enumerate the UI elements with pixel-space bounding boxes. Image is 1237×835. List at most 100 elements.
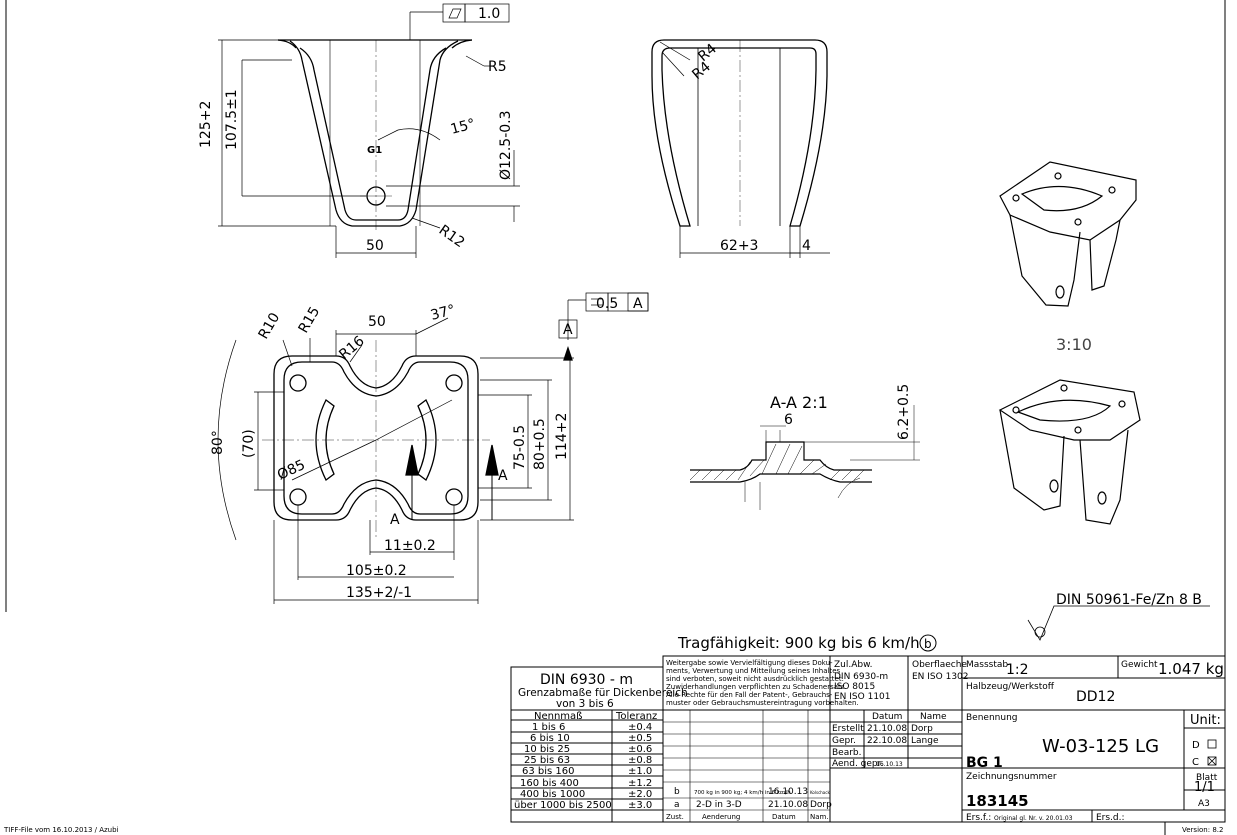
radius-bottom: R12 [436, 222, 468, 251]
r10: R10 [256, 310, 284, 342]
tol-header-toleranz: Toleranz [615, 711, 657, 722]
approval-label: Gepr. [832, 736, 856, 746]
angle-37: 37° [429, 302, 457, 324]
ersd-label: Ers.d.: [1096, 813, 1125, 823]
notice-line: muster oder Gebrauchsmustereintragung vo… [666, 699, 859, 707]
tol-header-nennmass: Nennmaß [534, 711, 582, 722]
tol-row-value: ±1.2 [628, 778, 652, 789]
section-depth: 6.2+0.5 [896, 384, 912, 440]
massstab-label: Massstab [966, 660, 1008, 670]
rev-change: 2-D in 3-D [696, 800, 742, 810]
dim-total-height: 125+2 [198, 101, 214, 148]
rev-header: Datum [772, 813, 796, 821]
width-bottom: 50 [366, 238, 384, 254]
benennung-label: Benennung [966, 713, 1017, 723]
parallel-value: 0.5 [596, 296, 618, 312]
iso-scale: 3:10 [1056, 335, 1092, 354]
isometric-view-top [999, 161, 1137, 307]
copyright-notice: Weitergabe sowie Vervielfältigung dieses… [666, 659, 859, 707]
rev-header: Zust. [666, 813, 684, 821]
angle-80: 80° [210, 430, 226, 455]
section-title: A-A 2:1 [770, 393, 828, 412]
section-a-a [689, 405, 920, 510]
rev-name: Kolschack [810, 790, 830, 795]
tol-row-range: 6 bis 10 [530, 733, 570, 744]
rev-index: b [674, 787, 680, 797]
notice-line: sind verboten, soweit nicht ausdrücklich… [666, 675, 844, 683]
surface-title: Oberflaeche [912, 660, 967, 670]
unit-d: D [1192, 740, 1200, 751]
section-width: 6 [784, 412, 793, 428]
tol-row-range: 400 bis 1000 [520, 789, 585, 800]
tol-title: DIN 6930 - m [540, 672, 633, 688]
revision-table: b 700 kg in 900 kg; 4 km/h in 6 km/h 16.… [666, 787, 832, 821]
front-view [218, 3, 520, 258]
approval-date: 16.10.13 [876, 761, 903, 768]
isometric-view-bottom [998, 379, 1141, 525]
format-value: A3 [1198, 799, 1210, 809]
rev-change: 700 kg in 900 kg; 4 km/h in 6 km/h [694, 790, 791, 796]
top-view [217, 292, 649, 604]
werkstoff-value: DD12 [1076, 689, 1115, 705]
section-a-left: A [390, 512, 400, 528]
finish-symbol [1027, 605, 1210, 641]
footer-left: TIFF-File vom 16.10.2013 / Azubi [3, 826, 119, 834]
approval-header: Datum [872, 712, 902, 722]
tol-row-value: ±0.5 [628, 733, 652, 744]
title-block-frame [510, 655, 1226, 835]
gewicht-label: Gewicht [1121, 660, 1158, 670]
dim-75: 75-0.5 [512, 425, 528, 470]
unit-c-check-mark [1207, 756, 1217, 766]
side-view [651, 39, 830, 258]
standards-line: DIN 6930-m [834, 672, 888, 682]
tol-row-value: ±0.4 [628, 722, 652, 733]
benennung-value: W-03-125 LG [1042, 736, 1159, 757]
notice-line: Zuwiderhandlungen verpflichten zu Schade… [666, 683, 847, 691]
rev-name: Dorp [810, 800, 832, 810]
dim-80: 80+0.5 [532, 418, 548, 470]
dim-135: 135+2/-1 [346, 585, 412, 601]
approval-date: 22.10.08 [867, 736, 907, 746]
approval-label: Bearb. [832, 748, 862, 758]
zeichnung-value: 183145 [966, 792, 1029, 810]
approval-header: Name [920, 712, 947, 722]
tol-row-value: ±2.0 [628, 789, 652, 800]
approval-label: Aend. gepr. [832, 759, 883, 769]
dia-85: Ø85 [275, 457, 308, 484]
rev-header: Nam. [810, 813, 829, 821]
hole-diameter: Ø12.5-0.3 [498, 110, 514, 180]
unit-c-checkbox [1207, 756, 1217, 766]
label-g1: G1 [367, 145, 382, 156]
r15: R15 [296, 304, 324, 336]
tol-row-range: 10 bis 25 [524, 744, 570, 755]
werkstoff-label: Halbzeug/Werkstoff [966, 682, 1055, 692]
unit-c: C [1192, 757, 1199, 768]
top-width: 50 [368, 314, 386, 330]
dim-114: 114+2 [554, 413, 570, 460]
approval-date: 21.10.08 [867, 724, 907, 734]
unit-label: Unit: [1190, 713, 1221, 728]
notice-line: Weitergabe sowie Vervielfältigung dieses… [666, 659, 833, 667]
gewicht-value: 1.047 kg [1158, 660, 1224, 678]
tol-subtitle-2: von 3 bis 6 [556, 698, 614, 710]
tol-row-value: ±0.8 [628, 755, 652, 766]
side-radius-2: R4 [689, 59, 714, 83]
finish-spec: DIN 50961-Fe/Zn 8 B [1056, 592, 1202, 608]
approval-name: Lange [911, 736, 939, 746]
surface-spec: EN ISO 1302 [912, 672, 969, 682]
standards-line: ISO 8015 [834, 682, 875, 692]
side-thickness: 4 [802, 238, 811, 254]
rev-date: 16.10.13 [768, 787, 808, 797]
zeichnung-label: Zeichnungsnummer [966, 772, 1057, 782]
tol-rows: 1 bis 6 ±0.4 6 bis 10 ±0.5 10 bis 25 ±0.… [514, 722, 652, 811]
unit-d-checkbox [1207, 739, 1217, 749]
standards-line: EN ISO 1101 [834, 692, 891, 702]
blatt-label: Blatt [1196, 773, 1218, 783]
approval-label: Erstellt [832, 724, 864, 734]
section-a-right: A [498, 468, 508, 484]
ersf-value: Original gl. Nr. v. 20.01.03 [994, 815, 1073, 822]
benennung-sub: BG 1 [966, 755, 1003, 771]
tol-row-range: 1 bis 6 [532, 722, 565, 733]
tol-row-range: über 1000 bis 2500 [514, 800, 612, 811]
